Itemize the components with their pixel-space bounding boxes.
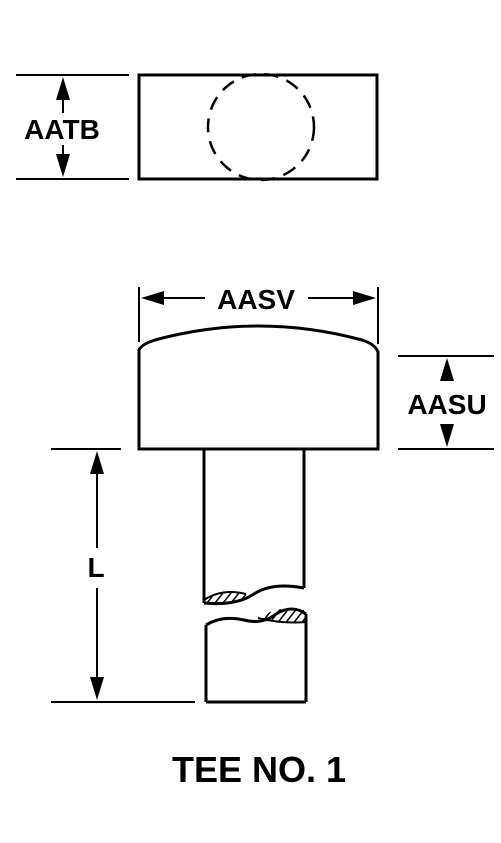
- section-hatch-lower: [258, 608, 306, 623]
- diagram-caption: TEE NO. 1: [172, 749, 346, 790]
- aasv-arrow-right: [353, 291, 376, 305]
- aasu-arrow-down: [440, 424, 454, 447]
- top-view: AATB: [16, 72, 379, 182]
- aasu-arrow-up: [440, 358, 454, 381]
- aatb-label: AATB: [24, 114, 100, 145]
- head-outline: [137, 324, 380, 451]
- shank-lower-break: [205, 607, 307, 627]
- aasu-label: AASU: [407, 389, 486, 420]
- aasv-label: AASV: [217, 284, 295, 315]
- l-arrow-down: [90, 677, 104, 700]
- aasv-arrow-left: [141, 291, 164, 305]
- side-view-shank: L: [51, 448, 308, 704]
- section-hatch-upper: [204, 591, 250, 604]
- hidden-circle: [206, 72, 316, 182]
- side-view-head: AASV AASU: [137, 284, 494, 451]
- l-arrow-up: [90, 451, 104, 474]
- l-label: L: [87, 552, 104, 583]
- aatb-arrow-up: [56, 77, 70, 100]
- aatb-arrow-down: [56, 154, 70, 177]
- top-view-rect: [137, 73, 379, 181]
- shank-upper-break: [203, 584, 305, 606]
